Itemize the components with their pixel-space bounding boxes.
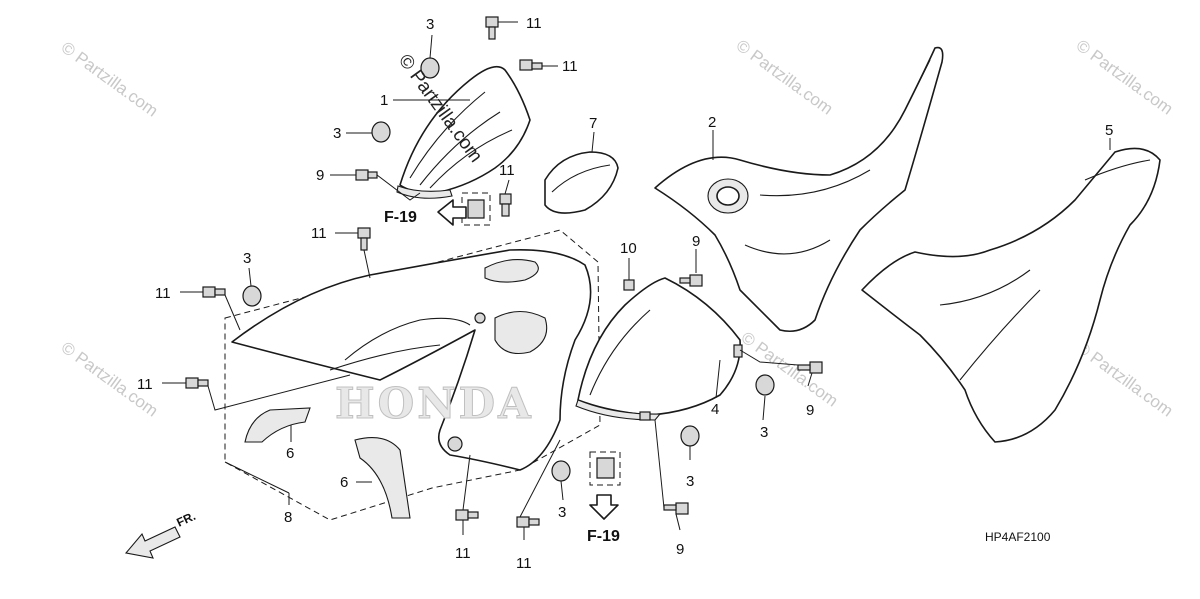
bolt-icon [455, 509, 469, 521]
grommet-hole [447, 436, 463, 452]
callout-11: 11 [562, 58, 578, 75]
bolt-icon [357, 227, 371, 239]
part-5-side-panel [861, 147, 1161, 443]
part-6-strip-upper [244, 407, 311, 443]
grommet-icon [551, 460, 571, 482]
bolt-icon [202, 286, 216, 298]
callout-3: 3 [558, 504, 566, 521]
callout-1: 1 [380, 92, 388, 109]
callout-11: 11 [516, 555, 532, 572]
callout-10: 10 [620, 240, 637, 257]
callout-9: 9 [676, 541, 684, 558]
screw-icon [355, 169, 369, 181]
callout-5: 5 [1105, 122, 1113, 139]
leader-lines [162, 21, 1111, 540]
ref-arrow-upper [437, 199, 467, 226]
ref-label-upper: F-19 [384, 209, 417, 226]
screw-icon [689, 274, 703, 287]
callout-9: 9 [806, 402, 814, 419]
ref-label-lower: F-19 [587, 528, 620, 545]
callout-3: 3 [426, 16, 434, 33]
grommet-icon [680, 425, 700, 447]
bolt-icon [516, 516, 530, 528]
callout-7: 7 [589, 115, 597, 132]
part-4-center-cover [575, 277, 741, 421]
screw-icon [809, 361, 823, 374]
callout-2: 2 [708, 114, 716, 131]
callout-numbers: 3 11 11 1 3 9 11 11 3 11 11 7 2 5 10 9 4… [137, 15, 1113, 572]
part-1-top-cover [396, 65, 531, 199]
watermark-bottom-middle: © Partzilla.com [738, 328, 842, 411]
callout-6: 6 [286, 445, 294, 462]
callout-4: 4 [711, 401, 719, 418]
callout-6: 6 [340, 474, 348, 491]
diagram-code: HP4AF2100 [985, 530, 1051, 544]
clip-bracket-upper [461, 192, 491, 226]
callout-3: 3 [243, 250, 251, 267]
front-label: FR. [174, 509, 197, 530]
ref-arrow-lower [589, 494, 619, 520]
bolt-icon [485, 16, 499, 28]
part-6-strip-lower [354, 437, 411, 519]
callout-11: 11 [526, 15, 542, 32]
screw-icon [675, 502, 689, 515]
callout-9: 9 [692, 233, 700, 250]
watermark-bottom-right: © Partzilla.com [1073, 338, 1177, 421]
clip-bracket-lower [589, 451, 621, 486]
watermark-top-left: © Partzilla.com [58, 38, 162, 121]
bolt-icon [499, 193, 512, 205]
fastener-group [185, 16, 823, 528]
front-direction-arrow [124, 526, 181, 559]
grommet-icon [242, 285, 262, 307]
watermark-top-middle: © Partzilla.com [733, 36, 837, 119]
part-8-side-cover: HONDA [231, 248, 592, 471]
callout-8: 8 [284, 509, 292, 526]
watermark-top-right: © Partzilla.com [1073, 36, 1177, 119]
grommet-icon [755, 374, 775, 396]
grommet-icon [371, 121, 391, 143]
callout-11: 11 [311, 225, 327, 242]
honda-logo-text: HONDA [335, 379, 534, 428]
callout-11: 11 [499, 162, 515, 179]
part-7-small-cover [544, 151, 619, 214]
clip-icon [623, 279, 635, 291]
callout-11: 11 [137, 376, 153, 393]
callout-3: 3 [760, 424, 768, 441]
callout-9: 9 [316, 167, 324, 184]
bolt-icon [185, 377, 199, 389]
callout-3: 3 [333, 125, 341, 142]
callout-11: 11 [455, 545, 471, 562]
part-2-side-panel [654, 46, 944, 333]
callout-11: 11 [155, 285, 171, 302]
bolt-icon [519, 59, 533, 71]
callout-3: 3 [686, 473, 694, 490]
